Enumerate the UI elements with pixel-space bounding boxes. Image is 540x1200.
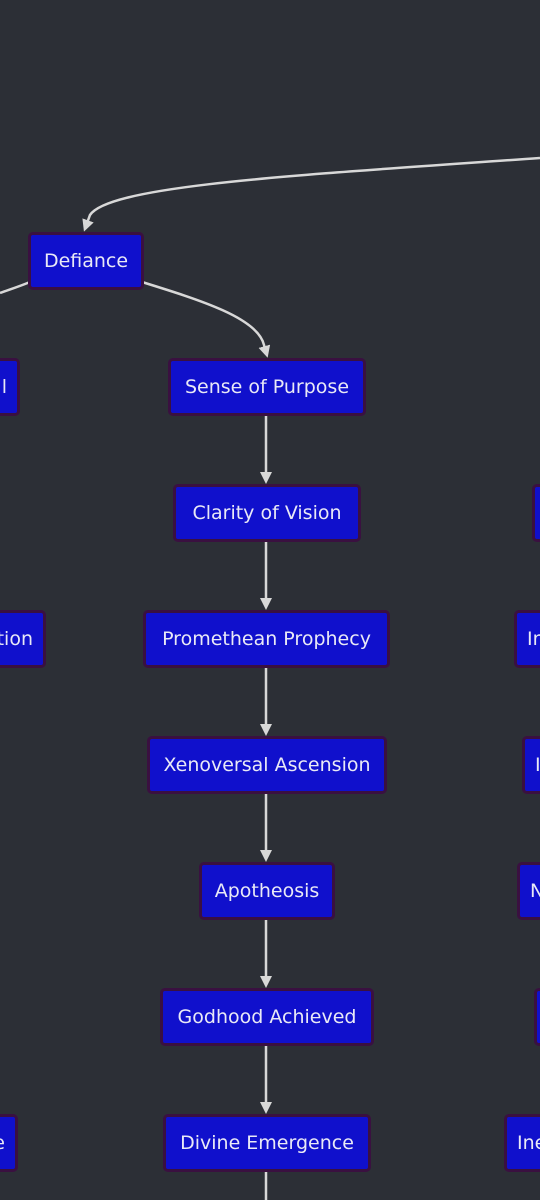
node-right-partial-5[interactable] — [534, 988, 540, 1046]
node-left-partial-3[interactable]: e — [0, 1114, 18, 1172]
node-sense-of-purpose[interactable]: Sense of Purpose — [168, 358, 366, 416]
node-xenoversal-ascension[interactable]: Xenoversal Ascension — [147, 736, 387, 794]
node-right-partial-3[interactable]: I — [522, 736, 540, 794]
edge-defiance-to-sense-of-purpose — [141, 280, 271, 358]
node-right-partial-2[interactable]: In — [514, 610, 540, 668]
node-defiance[interactable]: Defiance — [28, 232, 144, 290]
node-right-partial-4[interactable]: N — [517, 862, 540, 920]
edge-offscreen-to-defiance — [82, 156, 540, 232]
node-apotheosis[interactable]: Apotheosis — [199, 862, 335, 920]
edge-defiance-to-offscreen-left — [0, 280, 31, 295]
node-left-partial-2[interactable]: tion — [0, 610, 46, 668]
node-left-partial-1[interactable]: l — [0, 358, 20, 416]
node-divine-emergence[interactable]: Divine Emergence — [163, 1114, 371, 1172]
node-godhood-achieved[interactable]: Godhood Achieved — [160, 988, 374, 1046]
node-right-partial-6[interactable]: Ine — [504, 1114, 540, 1172]
node-promethean-prophecy[interactable]: Promethean Prophecy — [143, 610, 390, 668]
node-right-partial-1[interactable] — [532, 484, 540, 542]
node-clarity-of-vision[interactable]: Clarity of Vision — [173, 484, 361, 542]
